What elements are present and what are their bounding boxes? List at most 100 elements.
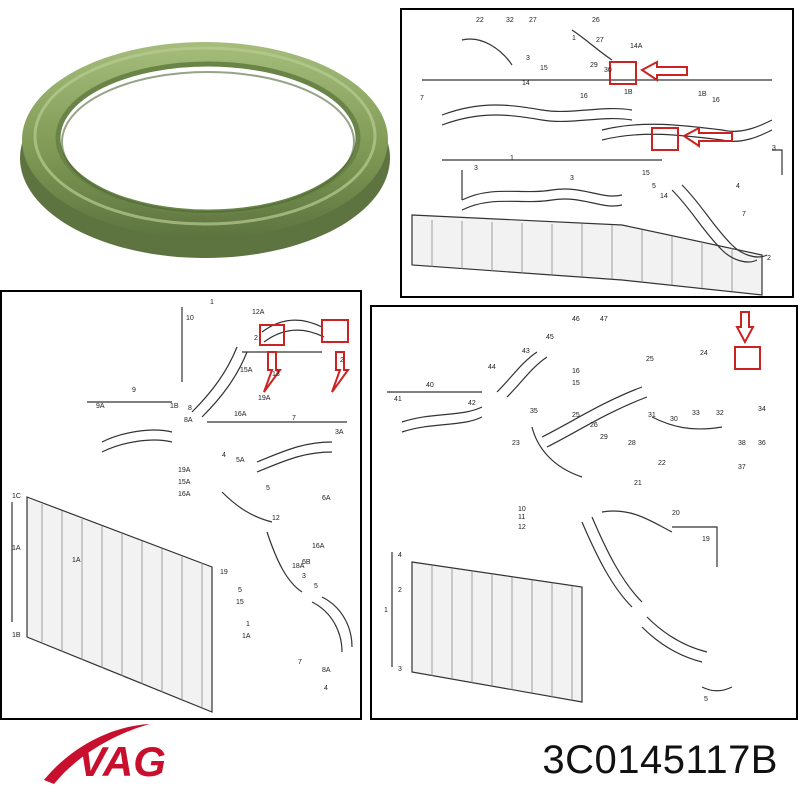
svg-text:1: 1 bbox=[572, 35, 576, 42]
svg-text:13: 13 bbox=[272, 371, 280, 378]
svg-text:5: 5 bbox=[704, 696, 708, 703]
svg-text:8: 8 bbox=[188, 405, 192, 412]
svg-text:16: 16 bbox=[580, 93, 588, 100]
svg-text:7: 7 bbox=[292, 415, 296, 422]
svg-text:3: 3 bbox=[398, 666, 402, 673]
svg-text:23: 23 bbox=[512, 440, 520, 447]
svg-text:9A: 9A bbox=[96, 403, 105, 410]
svg-text:5: 5 bbox=[652, 183, 656, 190]
svg-text:44: 44 bbox=[488, 364, 496, 371]
svg-text:29: 29 bbox=[600, 434, 608, 441]
part-number: 3C0145117B bbox=[542, 738, 778, 782]
svg-text:8A: 8A bbox=[322, 667, 331, 674]
svg-text:1C: 1C bbox=[12, 493, 21, 500]
svg-text:3: 3 bbox=[526, 55, 530, 62]
svg-text:12: 12 bbox=[518, 524, 526, 531]
svg-text:1A: 1A bbox=[72, 557, 81, 564]
svg-text:10: 10 bbox=[518, 506, 526, 513]
svg-text:3: 3 bbox=[302, 573, 306, 580]
svg-text:15: 15 bbox=[572, 380, 580, 387]
svg-text:45: 45 bbox=[546, 334, 554, 341]
svg-text:19A: 19A bbox=[178, 467, 191, 474]
svg-text:4: 4 bbox=[222, 452, 226, 459]
svg-text:20: 20 bbox=[672, 510, 680, 517]
svg-text:2: 2 bbox=[767, 255, 771, 262]
svg-text:12: 12 bbox=[272, 515, 280, 522]
svg-text:15A: 15A bbox=[178, 479, 191, 486]
svg-text:2: 2 bbox=[398, 587, 402, 594]
svg-text:34: 34 bbox=[758, 406, 766, 413]
svg-text:2: 2 bbox=[340, 357, 344, 364]
svg-text:8A: 8A bbox=[184, 417, 193, 424]
svg-text:1B: 1B bbox=[698, 91, 707, 98]
svg-text:9: 9 bbox=[132, 387, 136, 394]
svg-text:12A: 12A bbox=[252, 309, 265, 316]
svg-text:30: 30 bbox=[670, 416, 678, 423]
svg-text:6A: 6A bbox=[322, 495, 331, 502]
svg-text:24: 24 bbox=[700, 350, 708, 357]
svg-text:36: 36 bbox=[758, 440, 766, 447]
svg-text:4: 4 bbox=[736, 183, 740, 190]
svg-text:21: 21 bbox=[634, 480, 642, 487]
vag-logo-graphic: VAG bbox=[44, 724, 166, 785]
svg-text:1A: 1A bbox=[242, 633, 251, 640]
svg-text:1B: 1B bbox=[624, 89, 633, 96]
svg-text:1: 1 bbox=[246, 621, 250, 628]
svg-text:1B: 1B bbox=[12, 632, 21, 639]
svg-text:7: 7 bbox=[420, 95, 424, 102]
svg-text:22: 22 bbox=[476, 17, 484, 24]
svg-text:1: 1 bbox=[510, 155, 514, 162]
svg-text:46: 46 bbox=[572, 316, 580, 323]
ring-seal-image bbox=[20, 42, 390, 258]
svg-text:3: 3 bbox=[772, 145, 776, 152]
svg-text:32: 32 bbox=[716, 410, 724, 417]
svg-text:16A: 16A bbox=[234, 411, 247, 418]
svg-text:3: 3 bbox=[570, 175, 574, 182]
svg-text:22: 22 bbox=[658, 460, 666, 467]
vag-logo: VAG bbox=[40, 718, 200, 788]
svg-text:2: 2 bbox=[254, 335, 258, 342]
svg-text:5: 5 bbox=[314, 583, 318, 590]
svg-text:40: 40 bbox=[426, 382, 434, 389]
svg-text:15A: 15A bbox=[240, 367, 253, 374]
svg-text:25: 25 bbox=[572, 412, 580, 419]
svg-text:25: 25 bbox=[646, 356, 654, 363]
svg-text:1: 1 bbox=[210, 299, 214, 306]
svg-text:14A: 14A bbox=[630, 43, 643, 50]
svg-text:3: 3 bbox=[474, 165, 478, 172]
svg-text:19A: 19A bbox=[258, 395, 271, 402]
svg-text:33: 33 bbox=[692, 410, 700, 417]
svg-text:18A: 18A bbox=[292, 563, 305, 570]
seal-photo bbox=[10, 30, 395, 265]
svg-text:1: 1 bbox=[384, 607, 388, 614]
svg-text:5: 5 bbox=[238, 587, 242, 594]
svg-text:19: 19 bbox=[702, 536, 710, 543]
svg-text:16: 16 bbox=[572, 368, 580, 375]
svg-text:32: 32 bbox=[506, 17, 514, 24]
svg-text:42: 42 bbox=[468, 400, 476, 407]
svg-text:3A: 3A bbox=[335, 429, 344, 436]
svg-text:1A: 1A bbox=[12, 545, 21, 552]
svg-text:26: 26 bbox=[590, 422, 598, 429]
svg-text:14: 14 bbox=[522, 80, 530, 87]
svg-text:31: 31 bbox=[648, 412, 656, 419]
svg-text:15: 15 bbox=[540, 65, 548, 72]
svg-text:4: 4 bbox=[398, 552, 402, 559]
svg-text:10: 10 bbox=[186, 315, 194, 322]
svg-text:5: 5 bbox=[266, 485, 270, 492]
svg-text:16A: 16A bbox=[312, 543, 325, 550]
svg-text:47: 47 bbox=[600, 316, 608, 323]
svg-text:15: 15 bbox=[236, 599, 244, 606]
svg-text:26: 26 bbox=[592, 17, 600, 24]
svg-text:43: 43 bbox=[522, 348, 530, 355]
svg-text:27: 27 bbox=[529, 17, 537, 24]
svg-text:29: 29 bbox=[590, 62, 598, 69]
svg-text:15: 15 bbox=[642, 170, 650, 177]
svg-text:35: 35 bbox=[530, 408, 538, 415]
